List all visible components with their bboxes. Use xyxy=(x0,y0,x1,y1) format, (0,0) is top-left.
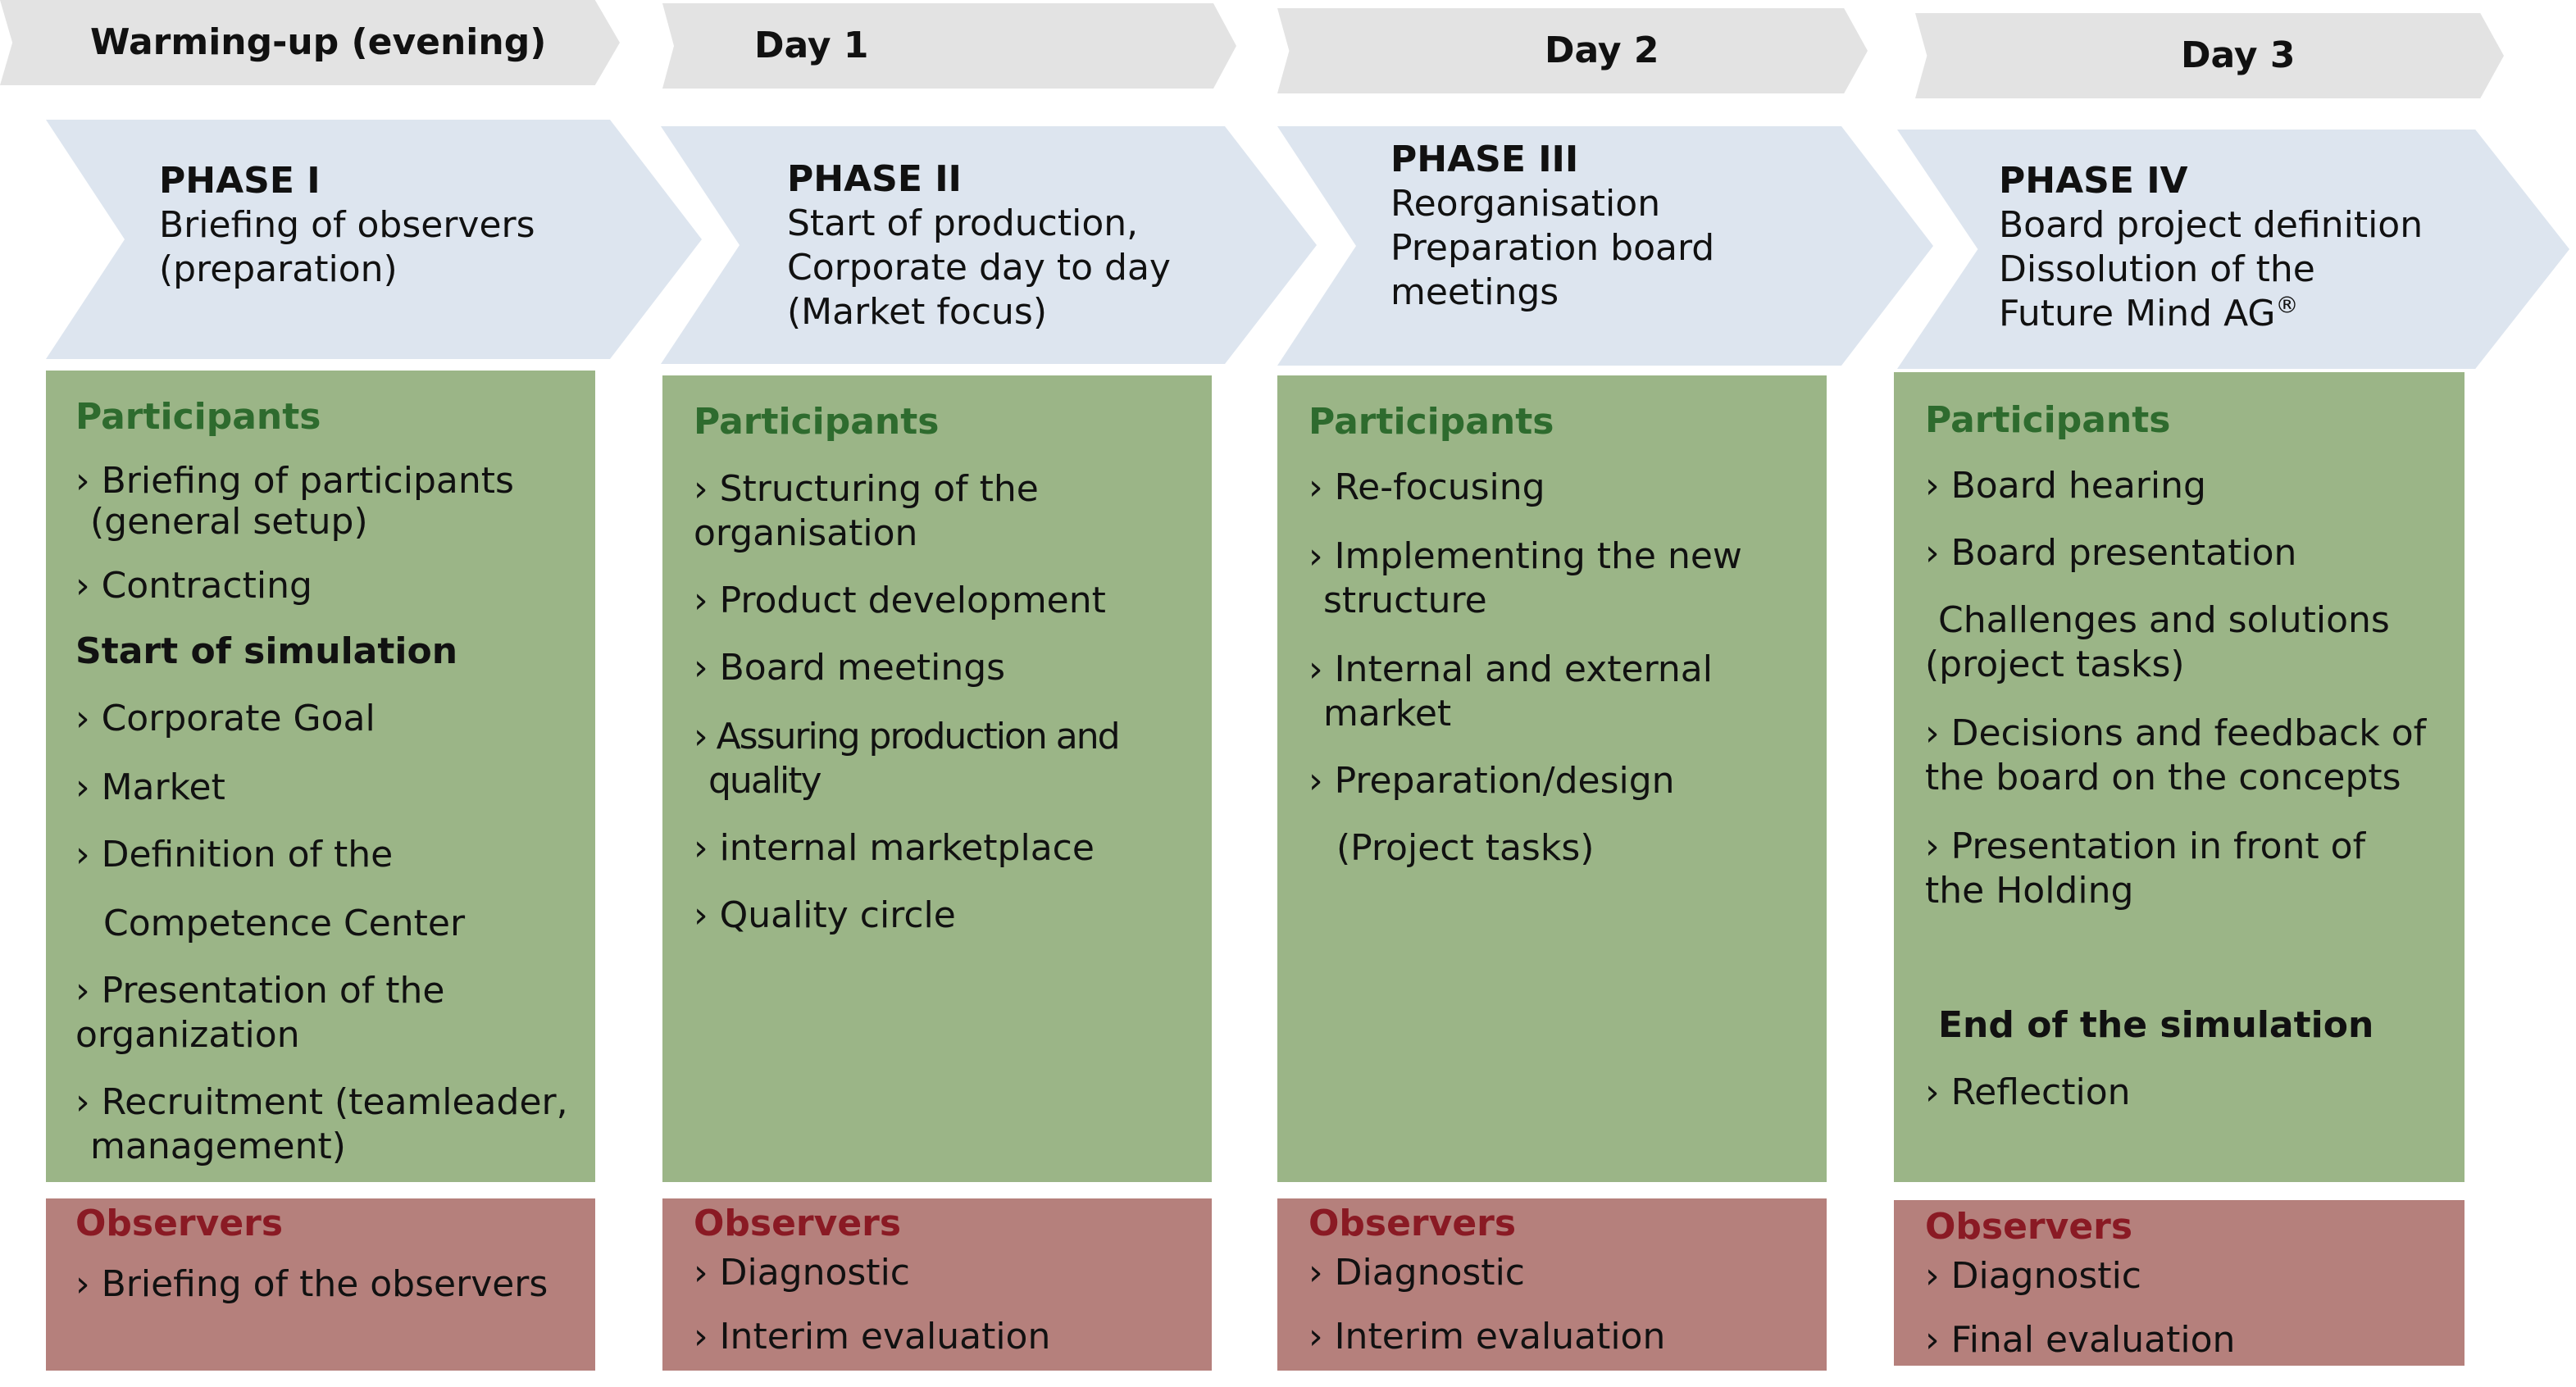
list-item: › Quality circle xyxy=(694,894,956,936)
participants-heading: Participants xyxy=(694,401,940,443)
list-item: › Briefing of the observers xyxy=(75,1263,548,1305)
phase-chevron-4 xyxy=(1897,130,2569,369)
list-item: › Briefing of participants xyxy=(75,460,514,502)
list-item: Competence Center xyxy=(103,903,466,944)
phase-2-text: PHASE II Start of production, Corporate … xyxy=(787,157,1171,334)
list-item: quality xyxy=(708,760,822,802)
participants-box-3 xyxy=(1277,375,1827,1182)
list-item: › Definition of the xyxy=(75,834,394,875)
list-item: › Board presentation xyxy=(1925,532,2297,574)
list-item: organization xyxy=(75,1014,300,1056)
day-label-day2: Day 2 xyxy=(1545,30,1659,71)
day-chevron-day2: Day 2 xyxy=(1277,8,1868,93)
list-item: (general setup) xyxy=(90,501,368,543)
phase-4-line: Board project definition xyxy=(1999,204,2424,246)
list-item: › Presentation of the xyxy=(75,970,445,1012)
day-chevron-day1: Day 1 xyxy=(662,3,1236,89)
phase-4-text: PHASE IV Board project definition Dissol… xyxy=(1999,159,2423,336)
phase-4-line-text: Future Mind AG xyxy=(1999,293,2276,334)
observers-heading: Observers xyxy=(75,1203,284,1244)
participants-box-4 xyxy=(1894,372,2464,1182)
list-item: the board on the concepts xyxy=(1925,757,2401,798)
phase-1-text: PHASE I Briefing of observers (preparati… xyxy=(159,159,535,292)
participants-box-2 xyxy=(662,375,1212,1182)
day-chevron-warmup: Warming-up (evening) xyxy=(0,0,620,85)
list-item: › Corporate Goal xyxy=(75,698,375,739)
list-item: › Reflection xyxy=(1925,1071,2131,1113)
list-item: › Final evaluation xyxy=(1925,1319,2236,1361)
day-chevron-day3: Day 3 xyxy=(1915,13,2504,98)
phase-2-title: PHASE II xyxy=(787,158,962,200)
list-item: › Interim evaluation xyxy=(694,1316,1051,1357)
list-item: › Preparation/design xyxy=(1308,760,1675,802)
phase-2-line: Start of production, xyxy=(787,202,1139,244)
day-label-day1: Day 1 xyxy=(754,25,869,66)
list-item: › Contracting xyxy=(75,565,312,607)
phase-3-text: PHASE III Reorganisation Preparation boa… xyxy=(1390,138,1714,315)
participants-box-1 xyxy=(46,371,595,1182)
phase-3-title: PHASE III xyxy=(1390,139,1579,180)
list-item: › Implementing the new xyxy=(1308,535,1742,577)
phase-3-line: Preparation board xyxy=(1390,227,1715,269)
list-item: › Product development xyxy=(694,580,1106,621)
list-item: the Holding xyxy=(1925,870,2134,912)
observers-box-4 xyxy=(1894,1200,2464,1366)
participants-heading: Participants xyxy=(75,396,321,438)
observers-heading: Observers xyxy=(1308,1203,1517,1244)
participants-heading: Participants xyxy=(1925,399,2171,441)
day-label-day3: Day 3 xyxy=(2181,34,2296,76)
list-item: › Board hearing xyxy=(1925,465,2206,507)
list-item: › Interim evaluation xyxy=(1308,1316,1666,1357)
phase-2-line: Corporate day to day xyxy=(787,247,1171,289)
phase-chevron-1 xyxy=(46,120,702,359)
list-item: › Diagnostic xyxy=(1308,1252,1525,1294)
phase-3-line: meetings xyxy=(1390,271,1559,313)
phase-chevron-2 xyxy=(661,126,1317,364)
registered-mark: ® xyxy=(2275,291,2299,319)
observers-box-3 xyxy=(1277,1198,1827,1371)
list-item: › Board meetings xyxy=(694,647,1006,689)
list-item: › Structuring of the xyxy=(694,468,1039,510)
phase-2-line: (Market focus) xyxy=(787,291,1047,333)
list-item: organisation xyxy=(694,512,918,554)
list-item: › Recruitment (teamleader, xyxy=(75,1081,568,1123)
phase-4-title: PHASE IV xyxy=(1999,160,2188,202)
list-item: structure xyxy=(1323,580,1487,621)
observers-heading: Observers xyxy=(694,1203,902,1244)
list-item: › Decisions and feedback of xyxy=(1925,712,2427,754)
list-item: management) xyxy=(90,1126,346,1167)
list-item: › Market xyxy=(75,766,225,808)
list-item: › Diagnostic xyxy=(1925,1255,2141,1297)
list-item: Challenges and solutions xyxy=(1938,599,2390,641)
list-item: › Re-focusing xyxy=(1308,466,1545,508)
list-item: › Assuring production and xyxy=(694,716,1121,757)
list-item: (project tasks) xyxy=(1925,643,2185,685)
phase-4-line: Dissolution of the xyxy=(1999,248,2315,290)
list-item: market xyxy=(1323,693,1452,734)
section-heading: Start of simulation xyxy=(75,630,458,672)
list-item: (Project tasks) xyxy=(1336,827,1595,869)
list-item: › Presentation in front of xyxy=(1925,825,2366,867)
observers-box-1 xyxy=(46,1198,595,1371)
observers-heading: Observers xyxy=(1925,1206,2133,1248)
phase-1-line: (preparation) xyxy=(159,248,398,290)
phase-chevron-3 xyxy=(1277,126,1933,366)
list-item: › internal marketplace xyxy=(694,827,1095,869)
phase-4-line: Future Mind AG® xyxy=(1999,292,2423,336)
list-item: › Internal and external xyxy=(1308,648,1713,690)
phase-1-title: PHASE I xyxy=(159,160,321,202)
participants-heading: Participants xyxy=(1308,401,1554,443)
list-item: › Diagnostic xyxy=(694,1252,910,1294)
phase-1-line: Briefing of observers xyxy=(159,204,535,246)
section-heading: End of the simulation xyxy=(1938,1004,2374,1046)
observers-box-2 xyxy=(662,1198,1212,1371)
day-label-warmup: Warming-up (evening) xyxy=(90,21,547,63)
phase-3-line: Reorganisation xyxy=(1390,183,1661,225)
